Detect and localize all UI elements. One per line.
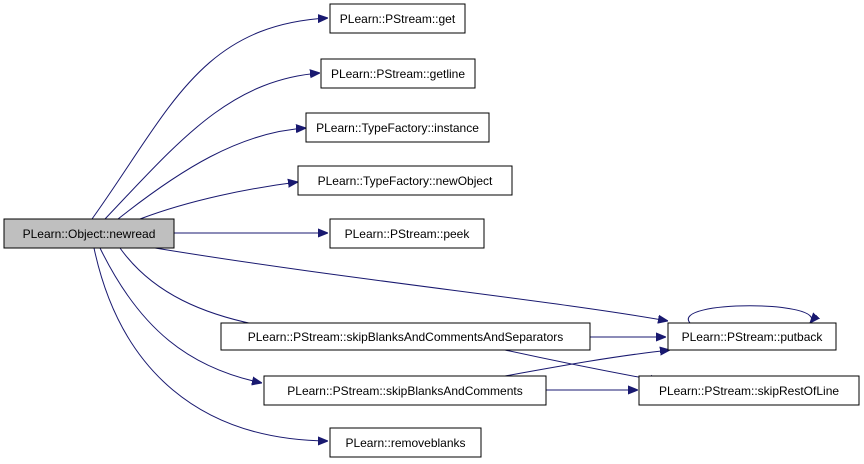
edge-root-to-putback — [154, 247, 668, 321]
node-skipBlanksAndCommentsAndSeparators-label: PLearn::PStream::skipBlanksAndCommentsAn… — [248, 330, 564, 344]
edge-root-to-newObject — [139, 182, 298, 220]
node-skipBlanksAndComments[interactable]: PLearn::PStream::skipBlanksAndComments — [263, 375, 547, 406]
node-instance[interactable]: PLearn::TypeFactory::instance — [305, 112, 490, 143]
node-getline[interactable]: PLearn::PStream::getline — [320, 58, 476, 89]
edge-root-to-get — [91, 18, 328, 220]
node-newObject-label: PLearn::TypeFactory::newObject — [318, 174, 493, 188]
node-peek[interactable]: PLearn::PStream::peek — [329, 218, 485, 249]
node-root-label: PLearn::Object::newread — [23, 227, 156, 241]
node-newObject[interactable]: PLearn::TypeFactory::newObject — [297, 165, 513, 196]
node-getline-label: PLearn::PStream::getline — [331, 67, 465, 81]
node-skipBlanksAndCommentsAndSeparators[interactable]: PLearn::PStream::skipBlanksAndCommentsAn… — [220, 322, 591, 351]
edge-root-to-removeblanks — [93, 247, 328, 441]
node-removeblanks-label: PLearn::removeblanks — [345, 436, 465, 450]
node-removeblanks[interactable]: PLearn::removeblanks — [329, 427, 482, 458]
node-get[interactable]: PLearn::PStream::get — [329, 3, 466, 34]
edge-root-to-getline — [104, 73, 320, 220]
node-get-label: PLearn::PStream::get — [340, 12, 456, 26]
node-putback[interactable]: PLearn::PStream::putback — [667, 322, 837, 351]
edge-putback-self — [687, 305, 811, 323]
node-skipBlanksAndComments-label: PLearn::PStream::skipBlanksAndComments — [287, 384, 522, 398]
node-skipRestOfLine[interactable]: PLearn::PStream::skipRestOfLine — [638, 375, 860, 406]
edges — [91, 18, 812, 441]
node-putback-label: PLearn::PStream::putback — [682, 330, 824, 344]
node-root[interactable]: PLearn::Object::newread — [3, 218, 175, 249]
node-skipRestOfLine-label: PLearn::PStream::skipRestOfLine — [659, 384, 839, 398]
node-instance-label: PLearn::TypeFactory::instance — [316, 121, 479, 135]
edge-root-to-instance — [117, 128, 306, 220]
edge-skipBC-to-putback — [504, 350, 670, 377]
edge-root-to-skipBC — [99, 247, 262, 383]
node-peek-label: PLearn::PStream::peek — [345, 227, 471, 241]
